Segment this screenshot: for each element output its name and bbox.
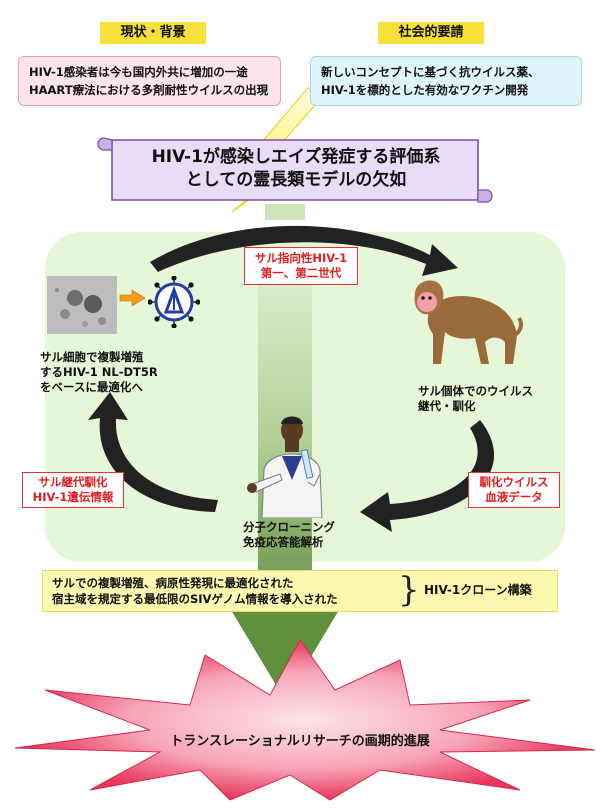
background-header: 現状・背景 xyxy=(100,22,206,44)
center-caption-line-2: 免疫応答能解析 xyxy=(243,535,324,549)
left-caption-line-1: サル細胞で複製増殖 xyxy=(40,350,144,364)
summary-bar xyxy=(42,570,558,612)
monkey-image xyxy=(414,280,523,364)
adapted-virus-line-2: 血液データ xyxy=(485,490,543,504)
social-needs-box: 新しいコンセプトに基づく抗ウイルス薬、 HIV-1を標的とした有効なワクチン開発 xyxy=(310,56,582,106)
scroll-banner-line-1: HIV-1が感染しエイズ発症する評価系 xyxy=(151,147,441,167)
summary-line-2: 宿主域を規定する最低限のSIVゲノム情報を導入された xyxy=(52,592,338,606)
left-caption-line-2: するHIV-1 NL-DT5R xyxy=(40,365,158,379)
passage-genetic-line-2: HIV-1遺伝情報 xyxy=(32,490,114,504)
cell-micrograph xyxy=(47,276,117,334)
social-needs-line-1: 新しいコンセプトに基づく抗ウイルス薬、 xyxy=(321,65,540,79)
virus-icon xyxy=(148,276,200,328)
simian-tropic-hiv-label: サル指向性HIV-1 第一、第二世代 xyxy=(244,247,358,285)
summary-line-1: サルでの複製増殖、病原性発現に最適化された xyxy=(52,576,294,590)
passage-genetic-label: サル継代馴化 HIV-1遺伝情報 xyxy=(22,472,124,508)
social-needs-header: 社会的要請 xyxy=(378,22,484,44)
right-caption-line-2: 継代・馴化 xyxy=(418,399,476,413)
background-line-1: HIV-1感染者は今も国内外共に増加の一途 xyxy=(29,65,248,79)
summary-text: サルでの複製増殖、病原性発現に最適化された 宿主域を規定する最低限のSIVゲノム… xyxy=(52,575,338,607)
summary-brace: } xyxy=(398,570,420,610)
left-caption: サル細胞で複製増殖 するHIV-1 NL-DT5R をベースに最適化へ xyxy=(40,350,158,395)
left-caption-line-3: をベースに最適化へ xyxy=(40,380,143,394)
center-caption-line-1: 分子クローニング xyxy=(243,520,335,534)
social-needs-line-2: HIV-1を標的とした有効なワクチン開発 xyxy=(321,83,529,97)
simian-tropic-hiv-line-1: サル指向性HIV-1 xyxy=(254,251,348,265)
background-box: HIV-1感染者は今も国内外共に増加の一途 HAART療法における多剤耐性ウイル… xyxy=(18,56,281,106)
adapted-virus-line-1: 馴化ウイルス xyxy=(479,475,549,489)
outcome-text: トランスレーショナルリサーチの画期的進展 xyxy=(170,734,430,749)
adapted-virus-label: 馴化ウイルス 血液データ xyxy=(468,472,560,508)
right-caption-line-1: サル個体でのウイルス xyxy=(418,384,533,398)
right-caption: サル個体でのウイルス 継代・馴化 xyxy=(418,384,533,414)
scroll-banner-line-2: としての霊長類モデルの欠如 xyxy=(185,170,407,190)
scientist-image xyxy=(247,416,323,518)
center-caption: 分子クローニング 免疫応答能解析 xyxy=(243,520,335,550)
summary-result: HIV-1クローン構築 xyxy=(424,583,532,597)
background-line-2: HAART療法における多剤耐性ウイルスの出現 xyxy=(29,83,269,97)
simian-tropic-hiv-line-2: 第一、第二世代 xyxy=(260,266,342,280)
scroll-banner-text: HIV-1が感染しエイズ発症する評価系 としての霊長類モデルの欠如 xyxy=(118,146,474,192)
passage-genetic-line-1: サル継代馴化 xyxy=(38,475,108,489)
